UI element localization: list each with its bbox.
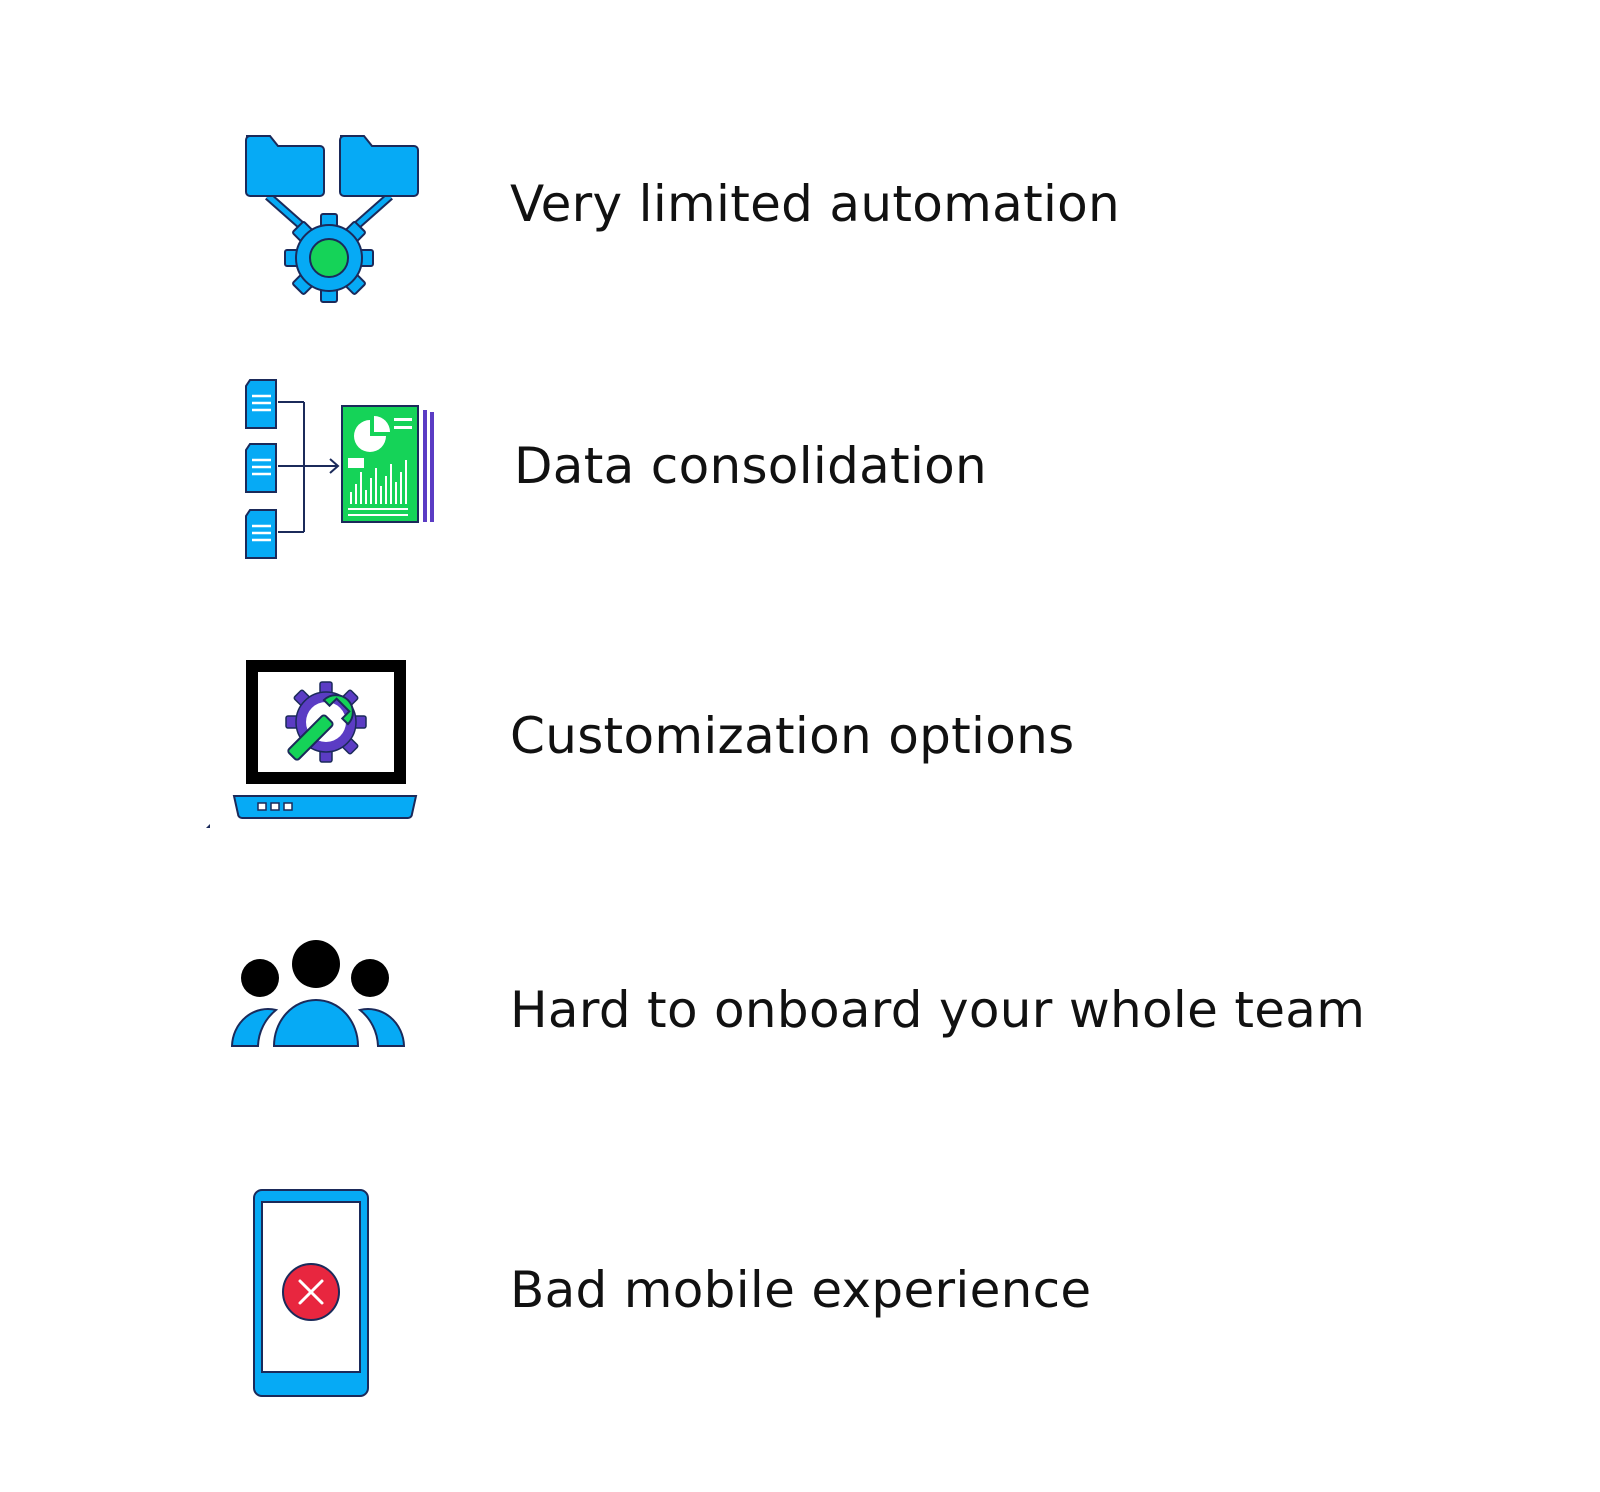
issue-label: Customization options <box>510 707 1075 765</box>
team-icon <box>220 940 460 1060</box>
issue-item-onboarding: Hard to onboard your whole team <box>0 940 1600 1060</box>
issue-item-automation: Very limited automation <box>0 130 1600 310</box>
data-consolidation-icon <box>220 379 460 570</box>
issue-label: Hard to onboard your whole team <box>510 981 1366 1039</box>
issue-item-mobile: Bad mobile experience <box>0 1189 1600 1400</box>
issue-label: Data consolidation <box>514 437 988 495</box>
laptop-settings-icon <box>206 660 460 850</box>
issue-item-data-consolidation: Data consolidation <box>0 379 1600 570</box>
issue-item-customization: Customization options <box>0 660 1600 850</box>
mobile-error-icon <box>220 1189 460 1400</box>
issue-label: Very limited automation <box>510 175 1121 233</box>
issue-label: Bad mobile experience <box>510 1261 1092 1319</box>
folders-gear-icon <box>220 130 460 310</box>
